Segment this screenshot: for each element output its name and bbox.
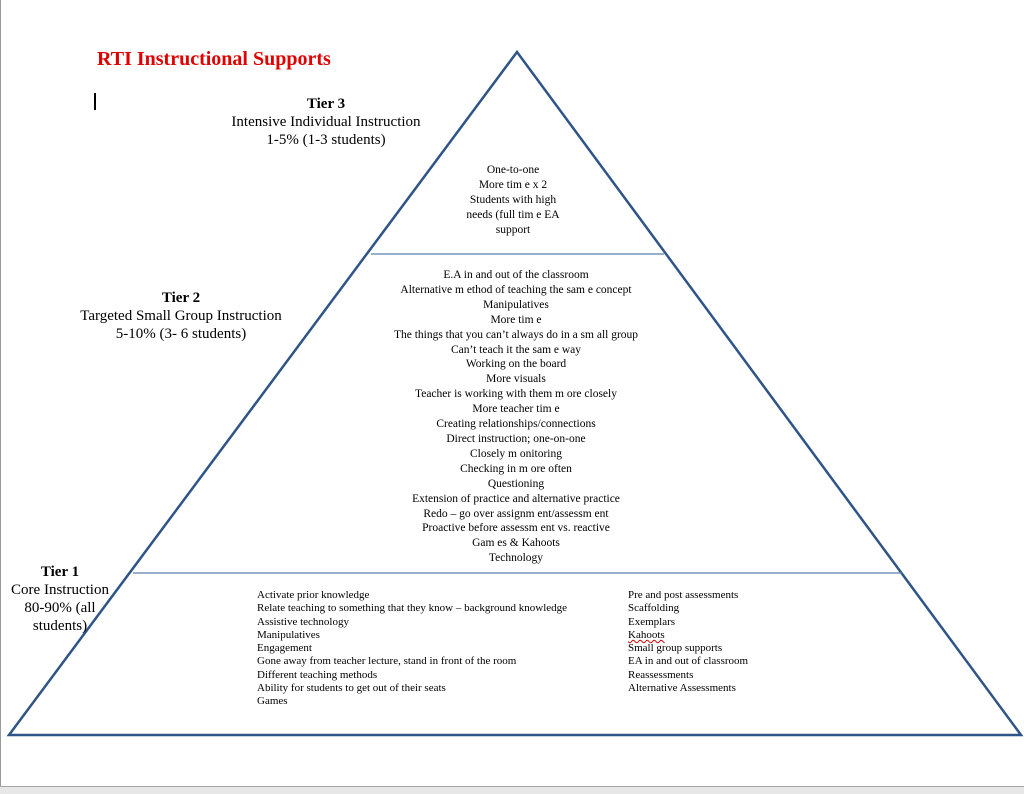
tier2-item: More teacher tim e <box>472 403 560 416</box>
page-left-border <box>0 0 1 793</box>
tier1-item: Manipulatives <box>257 628 320 641</box>
tier2-name: Tier 2 <box>161 290 201 306</box>
page-bottom-edge <box>0 786 1024 794</box>
tier2-item: Redo – go over assignm ent/assessm ent <box>423 507 609 520</box>
tier1-left-items: Activate prior knowledge Relate teaching… <box>257 589 617 709</box>
tier2-item: Proactive before assessm ent vs. reactiv… <box>422 522 610 535</box>
tier1-item: Assistive technology <box>257 615 349 628</box>
tier2-label: Tier 2 Targeted Small Group Instruction … <box>66 289 296 343</box>
tier2-item: Can’t teach it the sam e way <box>450 343 582 356</box>
tier2-item: Teacher is working with them m ore close… <box>415 388 617 401</box>
tier2-item: Working on the board <box>465 358 567 371</box>
tier1-item: Activate prior knowledge <box>257 589 370 601</box>
tier2-item: More visuals <box>486 373 546 386</box>
tier2-item: Manipulatives <box>483 298 549 311</box>
tier1-item: Relate teaching to something that they k… <box>257 602 568 615</box>
tier1-right-items: Pre and post assessments Scaffolding Exe… <box>628 589 788 695</box>
tier1-percent: 80-90% (all students) <box>24 600 96 634</box>
tier1-name: Tier 1 <box>40 564 80 580</box>
tier2-description: Targeted Small Group Instruction <box>80 308 282 324</box>
diagram-title: RTI Instructional Supports <box>97 48 331 70</box>
tier2-item: The things that you can’t always do in a… <box>393 328 639 341</box>
tier2-item: Alternative m ethod of teaching the sam … <box>400 283 632 296</box>
tier1-item: Exemplars <box>628 615 676 628</box>
tier1-item: Ability for students to get out of their… <box>257 682 446 695</box>
tier1-item: Alternative Assessments <box>628 682 736 695</box>
tier2-item: Gam es & Kahoots <box>472 537 560 550</box>
tier2-item: E.A in and out of the classroom <box>443 269 589 281</box>
tier3-percent: 1-5% (1-3 students) <box>266 132 386 148</box>
tier2-item: Creating relationships/connections <box>436 418 596 431</box>
tier3-item: support <box>495 224 531 236</box>
pyramid-outline <box>6 49 1024 737</box>
tier1-item: Pre and post assessments <box>628 589 739 601</box>
tier2-item: Closely m onitoring <box>470 447 562 460</box>
tier3-items: One-to-one More tim e x 2 Students with … <box>440 163 586 238</box>
tier3-item: More tim e x 2 <box>478 179 548 191</box>
tier1-item: Gone away from teacher lecture, stand in… <box>257 655 517 668</box>
tier3-item: needs (full tim e EA <box>466 209 560 221</box>
tier1-item: Games <box>257 695 288 708</box>
tier1-label: Tier 1 Core Instruction 80-90% (all stud… <box>4 563 116 635</box>
tier2-item: More tim e <box>490 313 542 326</box>
tier2-item: Direct instruction; one-on-one <box>446 432 586 445</box>
tier1-item: Different teaching methods <box>257 668 378 681</box>
tier1-item: Scaffolding <box>628 602 680 615</box>
tier1-item: Reassessments <box>628 668 694 681</box>
tier2-item: Technology <box>488 552 544 565</box>
tier2-item: Checking in m ore often <box>460 462 572 475</box>
tier3-label: Tier 3 Intensive Individual Instruction … <box>216 95 436 149</box>
tier1-item: Engagement <box>257 642 312 655</box>
tier1-item: Small group supports <box>628 642 723 655</box>
tier3-item: Students with high <box>469 194 557 206</box>
tier2-item: Questioning <box>487 477 545 490</box>
tier2-items: E.A in and out of the classroom Alternat… <box>346 268 686 566</box>
tier2-item: Extension of practice and alternative pr… <box>412 492 620 505</box>
text-cursor <box>94 93 96 110</box>
tier2-percent: 5-10% (3- 6 students) <box>115 326 247 342</box>
tier3-description: Intensive Individual Instruction <box>231 114 421 130</box>
tier1-item: Kahoots <box>628 628 665 641</box>
tier1-item: EA in and out of classroom <box>628 655 749 668</box>
tier1-description: Core Instruction <box>11 582 109 598</box>
tier3-name: Tier 3 <box>306 96 346 112</box>
tier3-item: One-to-one <box>486 164 540 176</box>
